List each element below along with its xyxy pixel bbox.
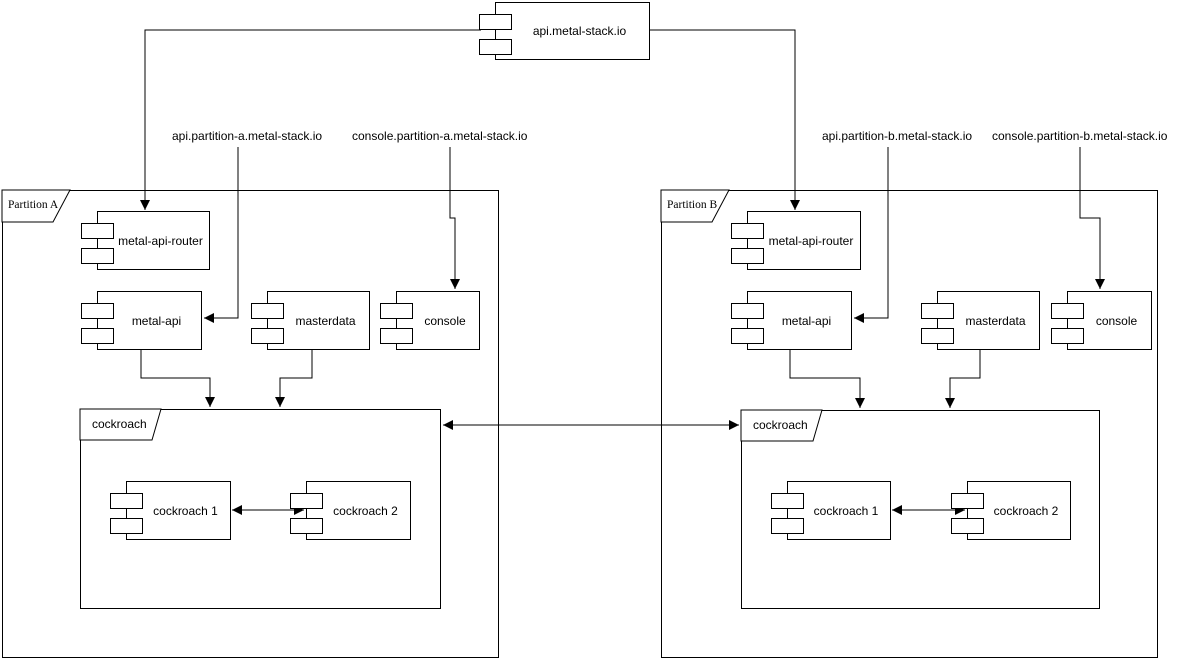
component-port-icon <box>951 518 984 534</box>
cockroach-package-b-frame <box>741 410 1100 609</box>
partition-b-tab-shape <box>660 189 730 223</box>
component-label: cockroach 2 <box>333 503 398 518</box>
component-metal-api-router-a: metal-api-router <box>81 211 210 270</box>
component-port-icon <box>731 223 764 239</box>
component-cockroach-2-a: cockroach 2 <box>290 481 411 540</box>
component-port-icon <box>921 303 954 319</box>
component-label: metal-api <box>131 313 182 328</box>
component-label: metal-api <box>781 313 832 328</box>
partition-b-tab-label: Partition B <box>667 199 718 211</box>
component-port-icon <box>479 39 512 55</box>
component-port-icon <box>380 303 413 319</box>
component-port-icon <box>251 328 284 344</box>
component-masterdata-b: masterdata <box>921 291 1040 350</box>
connector-masterdata-a-to-cockroach-a <box>275 350 313 407</box>
component-cockroach-1-b: cockroach 1 <box>771 481 891 540</box>
component-port-icon <box>81 328 114 344</box>
component-console-a: console <box>380 291 480 350</box>
partition-a-tab-shape <box>1 189 71 223</box>
component-port-icon <box>731 248 764 264</box>
component-port-icon <box>110 493 143 509</box>
component-metal-api-router-b: metal-api-router <box>731 211 861 270</box>
component-cockroach-1-a: cockroach 1 <box>110 481 231 540</box>
dns-label-console-partition-a: console.partition-a.metal-stack.io <box>352 129 528 143</box>
component-cockroach-2-b: cockroach 2 <box>951 481 1071 540</box>
connector-root-to-router-a <box>140 29 481 210</box>
component-port-icon <box>81 223 114 239</box>
component-port-icon <box>731 328 764 344</box>
component-port-icon <box>731 303 764 319</box>
component-port-icon <box>380 328 413 344</box>
connector-console-b-to-console-b <box>1079 147 1105 289</box>
component-api-metal-stack-io: api.metal-stack.io <box>479 2 650 60</box>
component-port-icon <box>1051 303 1084 319</box>
component-port-icon <box>290 518 323 534</box>
component-label: masterdata <box>965 313 1026 328</box>
component-port-icon <box>951 493 984 509</box>
connector-masterdata-b-to-cockroach-b <box>945 350 981 408</box>
component-port-icon <box>921 328 954 344</box>
component-console-b: console <box>1051 291 1152 350</box>
dns-label-console-partition-b: console.partition-b.metal-stack.io <box>992 129 1168 143</box>
component-label: console <box>1095 313 1138 328</box>
component-label: api.metal-stack.io <box>532 24 627 38</box>
connector-api-b-to-metal-api-b <box>854 147 889 323</box>
component-port-icon <box>81 303 114 319</box>
component-port-icon <box>81 248 114 264</box>
connector-api-a-to-metal-api-a <box>204 147 239 323</box>
connector-root-to-router-b <box>650 29 800 210</box>
connector-metal-api-a-to-cockroach-a <box>140 350 215 407</box>
component-metal-api-b: metal-api <box>731 291 852 350</box>
cockroach-package-b-tab-shape <box>740 409 823 442</box>
component-label: metal-api-router <box>768 233 854 248</box>
component-label: metal-api-router <box>118 233 203 248</box>
component-metal-api-a: metal-api <box>81 291 202 350</box>
component-port-icon <box>290 493 323 509</box>
component-port-icon <box>1051 328 1084 344</box>
component-port-icon <box>771 518 804 534</box>
component-port-icon <box>251 303 284 319</box>
cockroach-package-a-frame <box>80 409 441 609</box>
component-port-icon <box>110 518 143 534</box>
connector-metal-api-b-to-cockroach-b <box>789 350 865 408</box>
cockroach-package-a-tab-shape <box>79 408 162 441</box>
component-label: masterdata <box>295 313 356 328</box>
component-masterdata-a: masterdata <box>251 291 370 350</box>
partition-a-tab-label: Partition A <box>8 199 59 211</box>
component-label: cockroach 1 <box>813 503 879 518</box>
component-label: cockroach 2 <box>993 503 1059 518</box>
dns-label-api-partition-b: api.partition-b.metal-stack.io <box>822 129 973 143</box>
cockroach-package-a-tab-label: cockroach <box>92 417 147 431</box>
component-label: cockroach 1 <box>153 503 218 518</box>
cockroach-package-b-tab-label: cockroach <box>753 418 808 432</box>
component-port-icon <box>771 493 804 509</box>
connector-console-a-to-console-a <box>449 147 460 289</box>
component-label: console <box>424 313 466 328</box>
dns-label-api-partition-a: api.partition-a.metal-stack.io <box>172 129 323 143</box>
component-port-icon <box>479 14 512 30</box>
